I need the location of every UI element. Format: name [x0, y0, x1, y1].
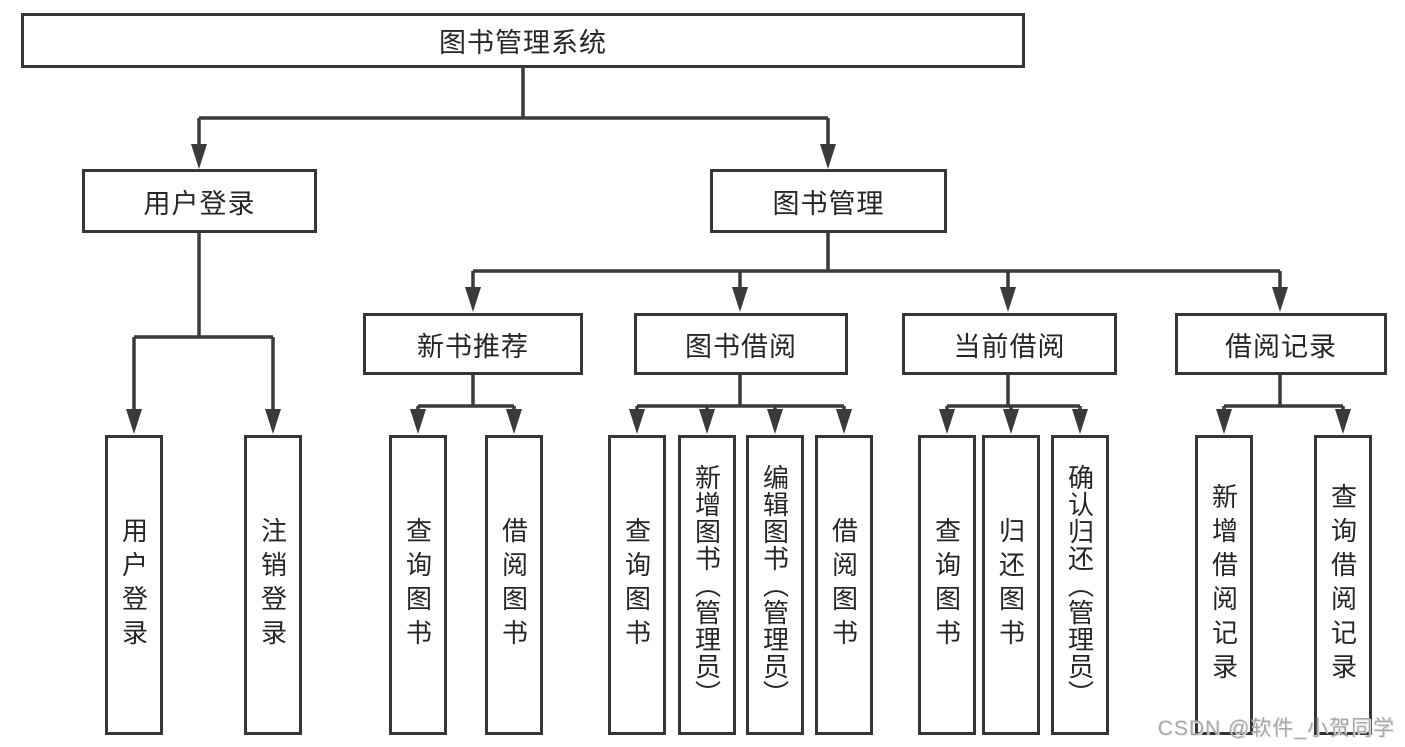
- node-system-root: 图书管理系统: [21, 13, 1025, 68]
- leaf-borrow-books: 借阅图书: [485, 435, 543, 735]
- leaf-label: 查询图书: [402, 517, 433, 653]
- node-book-borrowing: 图书借阅: [634, 313, 848, 375]
- node-label: 用户登录: [143, 188, 256, 219]
- leaf-logout: 注销登录: [244, 435, 302, 735]
- leaf-query-books: 查询图书: [918, 435, 976, 735]
- leaf-label: 查询借阅记录: [1327, 483, 1358, 687]
- node-new-book-recommend: 新书推荐: [363, 313, 583, 375]
- leaf-label: 归还图书: [995, 517, 1026, 653]
- leaf-user-login: 用户登录: [105, 435, 163, 735]
- node-borrowing-records: 借阅记录: [1175, 313, 1387, 375]
- leaf-label: 注销登录: [257, 517, 288, 653]
- node-label: 图书借阅: [685, 331, 797, 362]
- csdn-watermark: CSDN @软件_小贺同学: [1157, 717, 1395, 740]
- leaf-return-books: 归还图书: [982, 435, 1040, 735]
- leaf-label: 确认归还（管理员）: [1064, 463, 1095, 707]
- leaf-add-books-admin: 新增图书（管理员）: [678, 435, 736, 735]
- leaf-label: 查询图书: [931, 517, 962, 653]
- leaf-label: 借阅图书: [828, 517, 859, 653]
- leaf-query-borrow-record: 查询借阅记录: [1314, 435, 1372, 735]
- leaf-add-borrow-record: 新增借阅记录: [1195, 435, 1253, 735]
- node-label: 新书推荐: [417, 331, 529, 362]
- node-label: 当前借阅: [953, 331, 1066, 362]
- leaf-query-books: 查询图书: [608, 435, 666, 735]
- leaf-label: 新增图书（管理员）: [691, 463, 722, 707]
- leaf-edit-books-admin: 编辑图书（管理员）: [746, 435, 804, 735]
- node-label: 借阅记录: [1225, 331, 1337, 362]
- leaf-label: 借阅图书: [498, 517, 529, 653]
- node-current-borrowing: 当前借阅: [902, 313, 1117, 375]
- leaf-label: 用户登录: [118, 517, 149, 653]
- leaf-label: 查询图书: [621, 517, 652, 653]
- leaf-label: 新增借阅记录: [1208, 483, 1239, 687]
- node-book-management-branch: 图书管理: [710, 169, 947, 233]
- leaf-label: 编辑图书（管理员）: [759, 463, 790, 707]
- node-label: 图书管理: [772, 188, 885, 219]
- leaf-confirm-return-admin: 确认归还（管理员）: [1051, 435, 1109, 735]
- leaf-borrow-books: 借阅图书: [815, 435, 873, 735]
- node-label: 图书管理系统: [439, 28, 607, 58]
- node-user-login-branch: 用户登录: [82, 169, 317, 233]
- leaf-query-books: 查询图书: [389, 435, 447, 735]
